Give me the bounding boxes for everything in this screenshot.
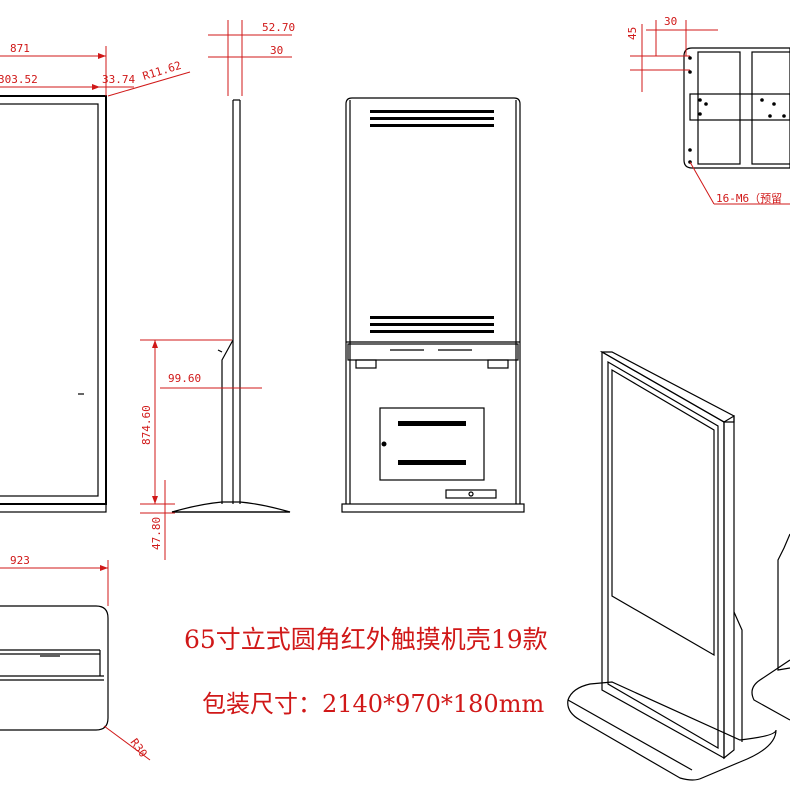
side-view (171, 99, 291, 513)
lower-vents (370, 316, 494, 333)
front-view (0, 95, 107, 513)
bezel-label: 33.74 (102, 73, 135, 86)
side-depth-inner-label: 30 (270, 44, 283, 57)
base-width-label: 923 (10, 554, 30, 567)
packaging-size: 包装尺寸：2140*970*180mm (202, 690, 544, 718)
isometric-view (567, 350, 777, 781)
base-height-label: 874.60 (140, 405, 153, 445)
side-depth-outer-label: 52.70 (262, 21, 295, 34)
hole-pitch-x-label: 30 (664, 15, 677, 28)
base-dimensions: 923 R30 (0, 554, 151, 761)
corner-radius-label: R11.62 (141, 59, 183, 83)
top-vents (370, 110, 494, 127)
hole-pitch-y-label: 45 (626, 27, 639, 40)
screen-width-label: 303.52 (0, 73, 38, 86)
product-title: 65寸立式圆角红外触摸机壳19款 (184, 625, 548, 654)
bracket-offset-label: 99.60 (168, 372, 201, 385)
mount-plate-dimensions: 30 45 16-M6（预留 (626, 15, 790, 205)
front-dimensions: 871 303.52 33.74 R11.62 (0, 42, 191, 97)
side-dimensions: 52.70 30 99.60 874.60 47.80 (140, 20, 295, 560)
mount-plate-view (683, 47, 790, 169)
base-top-view (0, 605, 109, 731)
isometric-view-2 (751, 533, 790, 721)
foot-height-label: 47.80 (150, 517, 163, 550)
overall-width-label: 871 (10, 42, 30, 55)
rear-view (341, 97, 525, 513)
mount-holes-label: 16-M6（预留 (716, 192, 782, 205)
base-radius-label: R30 (128, 736, 150, 760)
